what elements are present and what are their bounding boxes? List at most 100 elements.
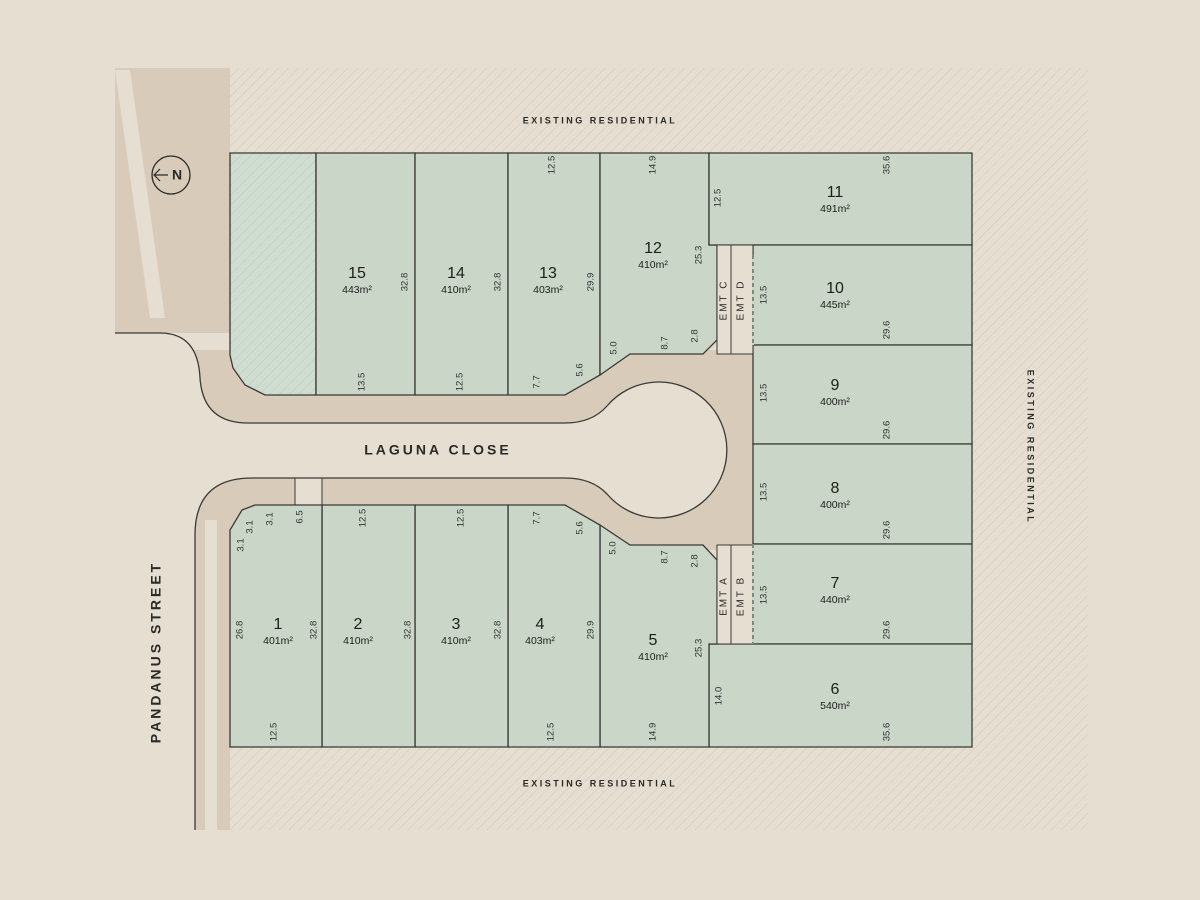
lot-area: 410m²: [638, 259, 668, 271]
lot-dimension: 32.8: [400, 273, 411, 292]
lot-number: 14: [447, 265, 465, 282]
lot-number: 5: [649, 632, 658, 649]
lot-dimension: 35.6: [882, 156, 893, 175]
lot-dimension: 13.5: [759, 586, 770, 605]
lot-number: 15: [348, 265, 366, 282]
lot-area: 401m²: [263, 635, 293, 647]
lot-2[interactable]: [321, 504, 416, 748]
footpath-link: [294, 477, 323, 507]
lot-dimension: 14.0: [714, 687, 725, 706]
lot-dimension: 7.7: [532, 375, 543, 388]
lot-dimension: 29.6: [882, 321, 893, 340]
lot-label: 11 491m²: [820, 184, 850, 215]
lot-number: 2: [354, 616, 363, 633]
lot-area: 491m²: [820, 203, 850, 215]
lot-area: 403m²: [533, 284, 563, 296]
lot-dimension: 35.6: [882, 723, 893, 742]
lot-dimension: 32.8: [493, 273, 504, 292]
lot-13[interactable]: [507, 152, 601, 396]
lot-dimension: 12.5: [456, 509, 467, 528]
lot-area: 445m²: [820, 299, 850, 311]
lot-7[interactable]: [752, 543, 973, 645]
easement-label: EMT C: [719, 280, 730, 321]
easement-label: EMT B: [736, 576, 747, 616]
lot-dimension: 29.6: [882, 621, 893, 640]
lot-dimension: 5.0: [609, 341, 620, 354]
lot-dimension: 12.5: [455, 373, 466, 392]
lot-dimension: 3.1: [236, 538, 247, 551]
public-open-space: [229, 152, 317, 396]
lot-dimension: 32.8: [403, 621, 414, 640]
lot-number: 12: [644, 240, 662, 257]
lot-label: 15 443m²: [342, 265, 372, 296]
lot-number: 3: [452, 616, 461, 633]
lot-dimension: 8.7: [660, 550, 671, 563]
lot-dimension: 14.9: [648, 723, 659, 742]
lot-number: 9: [831, 377, 840, 394]
lot-dimension: 7.7: [532, 511, 543, 524]
lot-area: 540m²: [820, 700, 850, 712]
lot-number: 13: [539, 265, 557, 282]
lot-label: 1 401m²: [263, 616, 293, 647]
lot-dimension: 8.7: [660, 336, 671, 349]
lot-label: 2 410m²: [343, 616, 373, 647]
lot-dimension: 26.8: [235, 621, 246, 640]
lot-area: 410m²: [638, 651, 668, 663]
laguna-close-carriageway: [0, 333, 727, 900]
easement-label: EMT A: [719, 576, 730, 616]
lot-number: 7: [831, 575, 840, 592]
lot-area: 400m²: [820, 499, 850, 511]
lot-area: 410m²: [343, 635, 373, 647]
lot-label: 12 410m²: [638, 240, 668, 271]
lot-dimension: 29.6: [882, 521, 893, 540]
lot-8[interactable]: [752, 443, 973, 545]
lot-9[interactable]: [752, 344, 973, 445]
lot-number: 10: [826, 280, 844, 297]
lot-number: 1: [274, 616, 283, 633]
lot-dimension: 25.3: [694, 639, 705, 658]
street-name-pandanus-street: PANDANUS STREET: [148, 561, 164, 743]
lot-dimension: 13.5: [759, 483, 770, 502]
lot-dimension: 6.5: [295, 510, 306, 523]
neighbour-label-top: EXISTING RESIDENTIAL: [523, 115, 678, 125]
lot-1[interactable]: [229, 504, 323, 748]
lot-area: 410m²: [441, 635, 471, 647]
lot-label: 10 445m²: [820, 280, 850, 311]
lot-dimension: 25.3: [694, 246, 705, 265]
easement-strips: EMT C EMT D EMT A EMT B: [716, 244, 754, 645]
lot-dimension: 5.6: [575, 521, 586, 534]
lot-dimension: 5.0: [608, 541, 619, 554]
lot-dimension: 13.5: [759, 286, 770, 305]
lot-10[interactable]: [752, 244, 973, 346]
lot-dimension: 12.5: [547, 156, 558, 175]
lot-dimension: 29.9: [586, 273, 597, 292]
lot-dimension: 12.5: [358, 509, 369, 528]
lot-number: 11: [827, 184, 844, 201]
lot-area: 403m²: [525, 635, 555, 647]
lot-label: 7 440m²: [820, 575, 850, 606]
lot-dimension: 12.5: [269, 723, 280, 742]
lot-label: 4 403m²: [525, 616, 555, 647]
lot-dimension: 12.5: [546, 723, 557, 742]
lot-number: 4: [536, 616, 545, 633]
lot-dimension: 32.8: [493, 621, 504, 640]
north-label: N: [172, 167, 182, 183]
lot-area: 440m²: [820, 594, 850, 606]
lot-dimension: 12.5: [713, 189, 724, 208]
lot-dimension: 29.6: [882, 421, 893, 440]
lot-area: 443m²: [342, 284, 372, 296]
lot-label: 3 410m²: [441, 616, 471, 647]
north-arrow-icon: N: [151, 155, 191, 195]
lot-6[interactable]: [708, 643, 973, 748]
neighbour-label-bottom: EXISTING RESIDENTIAL: [523, 778, 678, 788]
lot-dimension: 14.9: [648, 156, 659, 175]
lot-dimension: 32.8: [309, 621, 320, 640]
easement-label: EMT D: [736, 280, 747, 321]
lot-label: 13 403m²: [533, 265, 563, 296]
